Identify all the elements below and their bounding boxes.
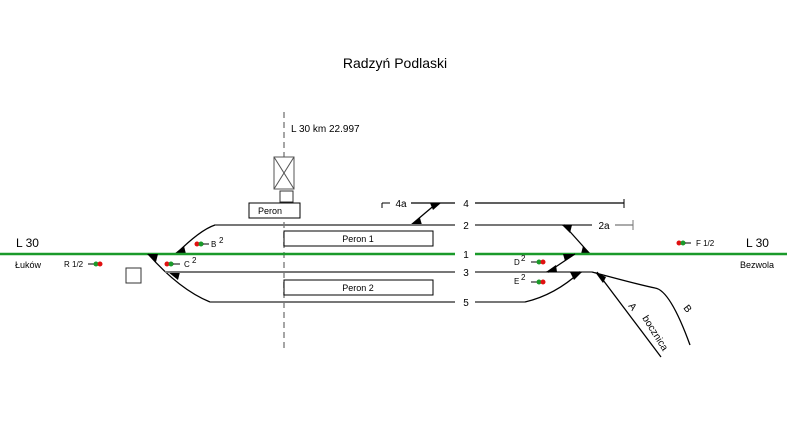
peron-building bbox=[248, 202, 301, 219]
signal-b-sup: 2 bbox=[219, 236, 224, 245]
switch-siding bbox=[595, 272, 606, 283]
switch-4 bbox=[430, 203, 441, 210]
track-4a-label: 4a bbox=[395, 199, 407, 210]
signal-r-label: R 1/2 bbox=[64, 260, 84, 269]
platform-1-label: Peron 1 bbox=[342, 234, 374, 244]
trackside-box bbox=[125, 267, 142, 284]
signal-light-green bbox=[198, 241, 204, 247]
signal-f-label: F 1/2 bbox=[696, 239, 715, 248]
switch-5-east bbox=[570, 272, 582, 280]
siding-b bbox=[591, 271, 691, 346]
signal-c: C 2 bbox=[164, 256, 197, 269]
station-title: Radzyń Podlaski bbox=[343, 55, 447, 71]
track-5-east-curve bbox=[524, 271, 581, 303]
track-3-label: 3 bbox=[463, 268, 469, 279]
signal-light-red bbox=[540, 279, 546, 285]
platform-1 bbox=[283, 230, 434, 247]
signal-light-red bbox=[164, 261, 170, 267]
signal-r: R 1/2 bbox=[64, 260, 103, 269]
line-left-label: L 30 bbox=[16, 236, 39, 250]
switch-3-east bbox=[546, 265, 557, 272]
building-annex bbox=[279, 190, 294, 203]
direction-left-label: Łuków bbox=[15, 260, 42, 270]
signal-c-label: C bbox=[184, 260, 190, 269]
switch-2-east bbox=[562, 225, 572, 233]
signal-d: D 2 bbox=[514, 254, 546, 267]
track-5-west-curve bbox=[147, 253, 211, 303]
signal-light-green bbox=[680, 240, 686, 246]
signal-e-sup: 2 bbox=[521, 273, 526, 282]
track-4-label: 4 bbox=[463, 199, 469, 210]
track-5-label: 5 bbox=[463, 298, 469, 309]
signal-d-sup: 2 bbox=[521, 254, 526, 263]
track-2a-label: 2a bbox=[598, 221, 610, 232]
signal-light-red bbox=[540, 259, 546, 265]
siding-b-label: B bbox=[681, 303, 694, 315]
signal-light-red bbox=[676, 240, 682, 246]
building-cross-2 bbox=[273, 156, 295, 190]
signal-light-green bbox=[168, 261, 174, 267]
switch-3-west bbox=[168, 272, 180, 280]
signal-d-label: D bbox=[514, 258, 520, 267]
switch-2-west bbox=[411, 218, 422, 225]
signal-light-red bbox=[97, 261, 103, 267]
switch-1-east-b bbox=[563, 254, 575, 261]
signal-c-sup: 2 bbox=[192, 256, 197, 265]
track-2-label: 2 bbox=[463, 221, 469, 232]
signal-e: E 2 bbox=[514, 273, 546, 286]
signal-light-red bbox=[194, 241, 200, 247]
signal-e-label: E bbox=[514, 277, 519, 286]
switch-1-east-a bbox=[581, 246, 591, 254]
line-right-label: L 30 bbox=[746, 236, 769, 250]
signal-b-label: B bbox=[211, 240, 216, 249]
signal-light-green bbox=[536, 259, 542, 265]
peron-building-label: Peron bbox=[258, 206, 282, 216]
siding-a bbox=[596, 271, 662, 358]
signal-b: B 2 bbox=[194, 236, 224, 249]
platform-2-label: Peron 2 bbox=[342, 283, 374, 293]
switch-1-west-b bbox=[174, 246, 186, 254]
direction-right-label: Bezwola bbox=[740, 260, 774, 270]
signal-light-green bbox=[93, 261, 99, 267]
signal-f: F 1/2 bbox=[676, 239, 715, 248]
km-marker-label: L 30 km 22.997 bbox=[291, 124, 360, 135]
platform-2 bbox=[283, 279, 434, 296]
track-1-label: 1 bbox=[463, 250, 469, 261]
signal-light-green bbox=[536, 279, 542, 285]
siding-a-label: A bbox=[626, 301, 639, 313]
switch-1-west-a bbox=[147, 254, 158, 262]
